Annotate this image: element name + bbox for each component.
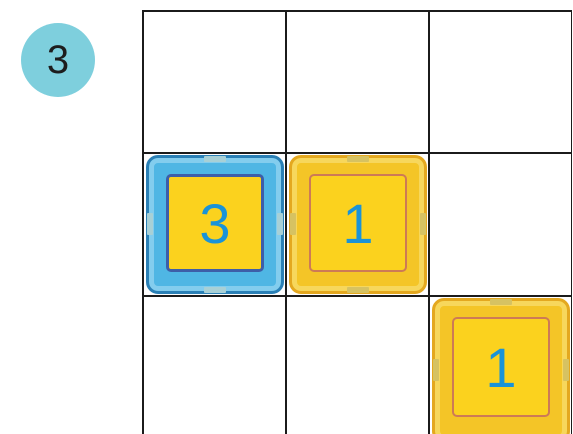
tile-clip — [204, 156, 226, 162]
puzzle-grid: 3 1 1 — [142, 10, 572, 434]
level-badge: 3 — [21, 23, 95, 97]
tile-clip — [290, 213, 296, 235]
tile-yellow[interactable]: 1 — [289, 155, 427, 294]
level-number: 3 — [47, 38, 69, 83]
tile-clip — [277, 213, 283, 235]
tile-face: 1 — [452, 317, 550, 417]
grid-cell[interactable] — [287, 12, 428, 152]
tile-clip — [490, 299, 512, 305]
tile-clip — [420, 213, 426, 235]
tile-value: 1 — [485, 335, 516, 400]
tile-yellow[interactable]: 1 — [432, 298, 570, 434]
tile-clip — [433, 359, 439, 381]
tile-face: 3 — [166, 174, 264, 272]
grid-cell[interactable] — [144, 297, 285, 434]
grid-cell[interactable] — [144, 12, 285, 152]
tile-face: 1 — [309, 174, 407, 272]
tile-value: 3 — [199, 191, 230, 256]
tile-clip — [147, 213, 153, 235]
grid-cell[interactable] — [430, 12, 571, 152]
tile-clip — [347, 287, 369, 293]
tile-clip — [563, 359, 569, 381]
grid-line — [571, 10, 572, 434]
grid-cell[interactable] — [287, 297, 428, 434]
grid-cell[interactable] — [430, 154, 571, 295]
tile-clip — [204, 287, 226, 293]
tile-clip — [347, 156, 369, 162]
tile-value: 1 — [342, 191, 373, 256]
tile-blue[interactable]: 3 — [146, 155, 284, 294]
